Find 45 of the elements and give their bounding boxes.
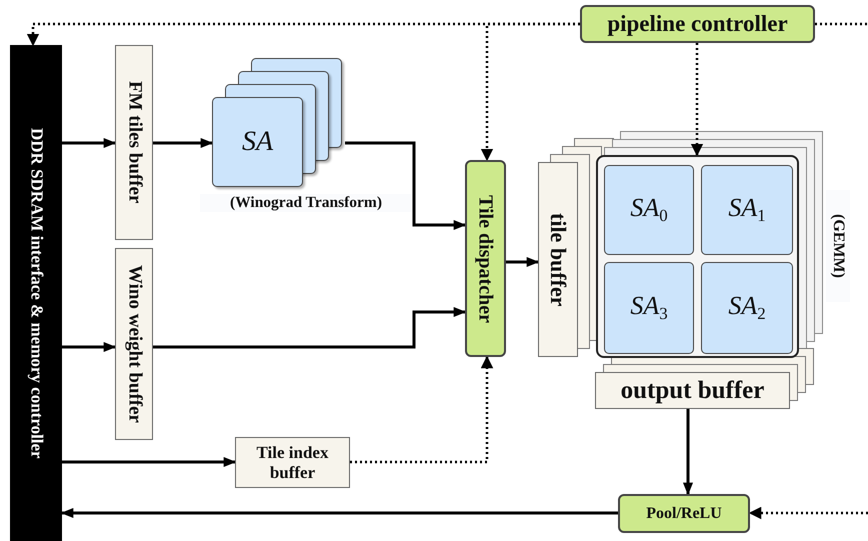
systolic-array-cell [604, 262, 694, 354]
dispatcher-box [465, 160, 506, 357]
box-label: Tile dispatcher [474, 194, 496, 322]
systolic-array-stack [212, 57, 345, 187]
control-arrow [690, 43, 704, 156]
systolic-array-cell [604, 165, 694, 255]
controller-box [580, 5, 815, 43]
array-label: SA [242, 126, 274, 158]
data-arrow [62, 456, 236, 468]
box-label: output buffer [620, 376, 764, 404]
box-label: DDR SDRAM interface & memory controller [26, 128, 46, 458]
data-arrow [506, 256, 540, 268]
box-label: FM tiles buffer [124, 81, 144, 204]
data-arrow [60, 508, 618, 518]
systolic-array-cell [701, 165, 793, 255]
data-arrow [62, 138, 116, 148]
annotation: (Winograd Transform) [200, 194, 412, 212]
control-arrow [26, 22, 580, 46]
data-arrow [682, 409, 694, 496]
buffer-box [115, 45, 153, 240]
data-arrow [345, 142, 466, 230]
array-label: SA$_{1}$ [728, 194, 766, 226]
annotation: (GEMM) [826, 190, 850, 302]
memory-controller-bar [10, 45, 62, 541]
buffer-box [115, 248, 153, 440]
box-label: tile buffer [546, 212, 570, 306]
activation-box [618, 494, 750, 533]
systolic-array-cell [701, 262, 793, 354]
box-label: Tile index buffer [256, 442, 330, 482]
box-label: pipeline controller [607, 11, 788, 37]
buffer-box [538, 162, 578, 357]
buffer-box [595, 372, 790, 409]
control-arrow [350, 356, 494, 464]
box-label: Wino weight buffer [124, 265, 144, 423]
control-line [815, 22, 868, 26]
array-label: SA$_{3}$ [630, 292, 668, 324]
array-label: SA$_{2}$ [728, 292, 766, 324]
array-label: SA$_{0}$ [630, 194, 668, 226]
box-label: Pool/ReLU [646, 504, 722, 522]
data-arrow [153, 138, 214, 148]
data-arrow [153, 306, 466, 348]
gemm-array-box [596, 155, 799, 358]
data-arrow [62, 342, 116, 352]
control-arrow [748, 506, 868, 520]
buffer-box [235, 437, 350, 488]
